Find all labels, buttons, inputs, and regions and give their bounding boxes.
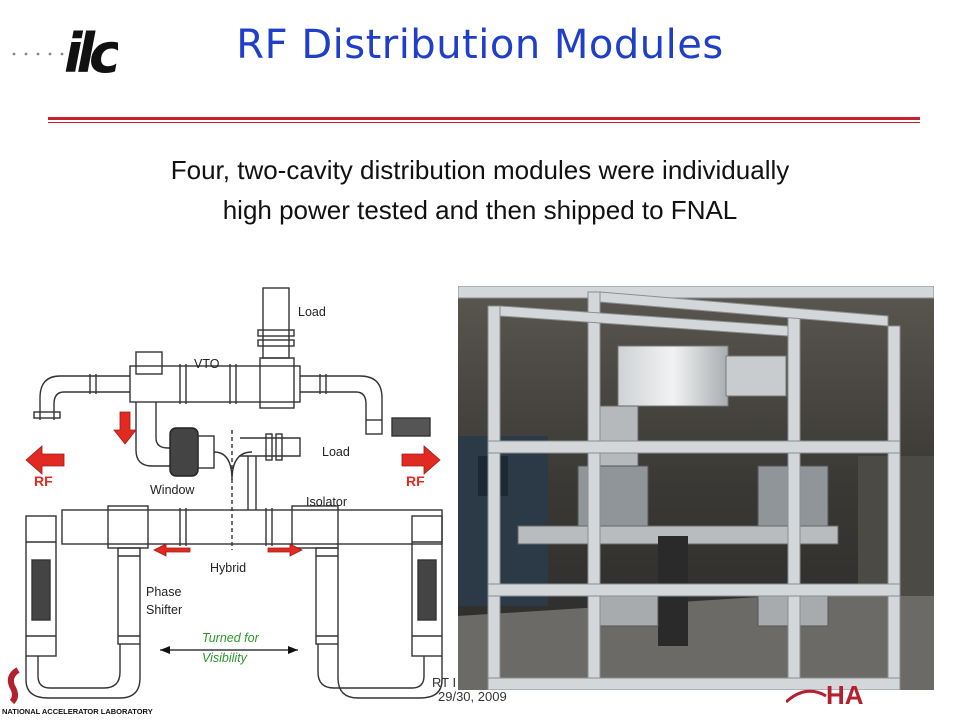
subtitle: Four, two-cavity distribution modules we…	[60, 150, 900, 230]
load-mid-waveguide	[240, 437, 301, 457]
right-bottom-bend	[317, 644, 425, 689]
label-isolator: Isolator	[306, 495, 347, 509]
fermilab-logo: NATIONAL ACCELERATOR LABORATORY	[2, 667, 153, 716]
footer-date: 29/30, 2009	[438, 689, 507, 704]
page-title: RF Distribution Modules	[236, 22, 724, 68]
down-red-arrow	[113, 411, 137, 445]
label-visibility: Visibility	[202, 651, 248, 665]
fermilab-logo-text: NATIONAL ACCELERATOR LABORATORY	[2, 707, 153, 716]
load-top-waveguide	[262, 287, 290, 359]
label-phase: Phase	[146, 585, 181, 599]
ilc-logo-text: ilc	[64, 22, 118, 84]
label-hybrid: Hybrid	[210, 561, 246, 575]
label-rf-left: RF	[34, 473, 53, 489]
label-window: Window	[150, 483, 195, 497]
label-shifter: Shifter	[146, 603, 182, 617]
left-phase-shifter	[117, 547, 141, 645]
left-cavity-waveguide	[25, 515, 57, 657]
label-vto: VTO	[194, 357, 220, 371]
left-rf-arrow	[25, 445, 65, 475]
ilc-logo: ilc	[12, 22, 118, 84]
vto-block	[129, 365, 301, 403]
window-component	[169, 427, 199, 477]
right-phase-shifter	[315, 547, 339, 645]
left-small-arrow	[153, 543, 191, 557]
right-cavity-waveguide	[411, 515, 443, 657]
right-small-arrow	[267, 543, 303, 557]
left-input-waveguide	[39, 375, 130, 420]
title-divider	[48, 117, 920, 120]
label-turned-for: Turned for	[202, 631, 260, 645]
left-bottom-bend	[37, 644, 121, 689]
right-input-waveguide	[300, 375, 383, 420]
module-photo	[458, 286, 934, 690]
label-load-mid: Load	[322, 445, 350, 459]
ha-logo-text: HA	[826, 680, 864, 710]
label-load-top: Load	[298, 305, 326, 319]
right-rf-arrow	[401, 445, 441, 475]
footer-fragment: RT I	[432, 675, 457, 690]
subtitle-line-2: high power tested and then shipped to FN…	[222, 195, 738, 225]
title-divider-thin	[48, 122, 920, 123]
label-rf-right: RF	[406, 473, 425, 489]
subtitle-line-1: Four, two-cavity distribution modules we…	[170, 155, 790, 185]
ha-logo: HA	[786, 680, 864, 710]
hybrid-manifold	[61, 509, 443, 545]
rf-distribution-diagram: Load VTO Load Window Isolator Hybrid Pha…	[25, 287, 443, 699]
